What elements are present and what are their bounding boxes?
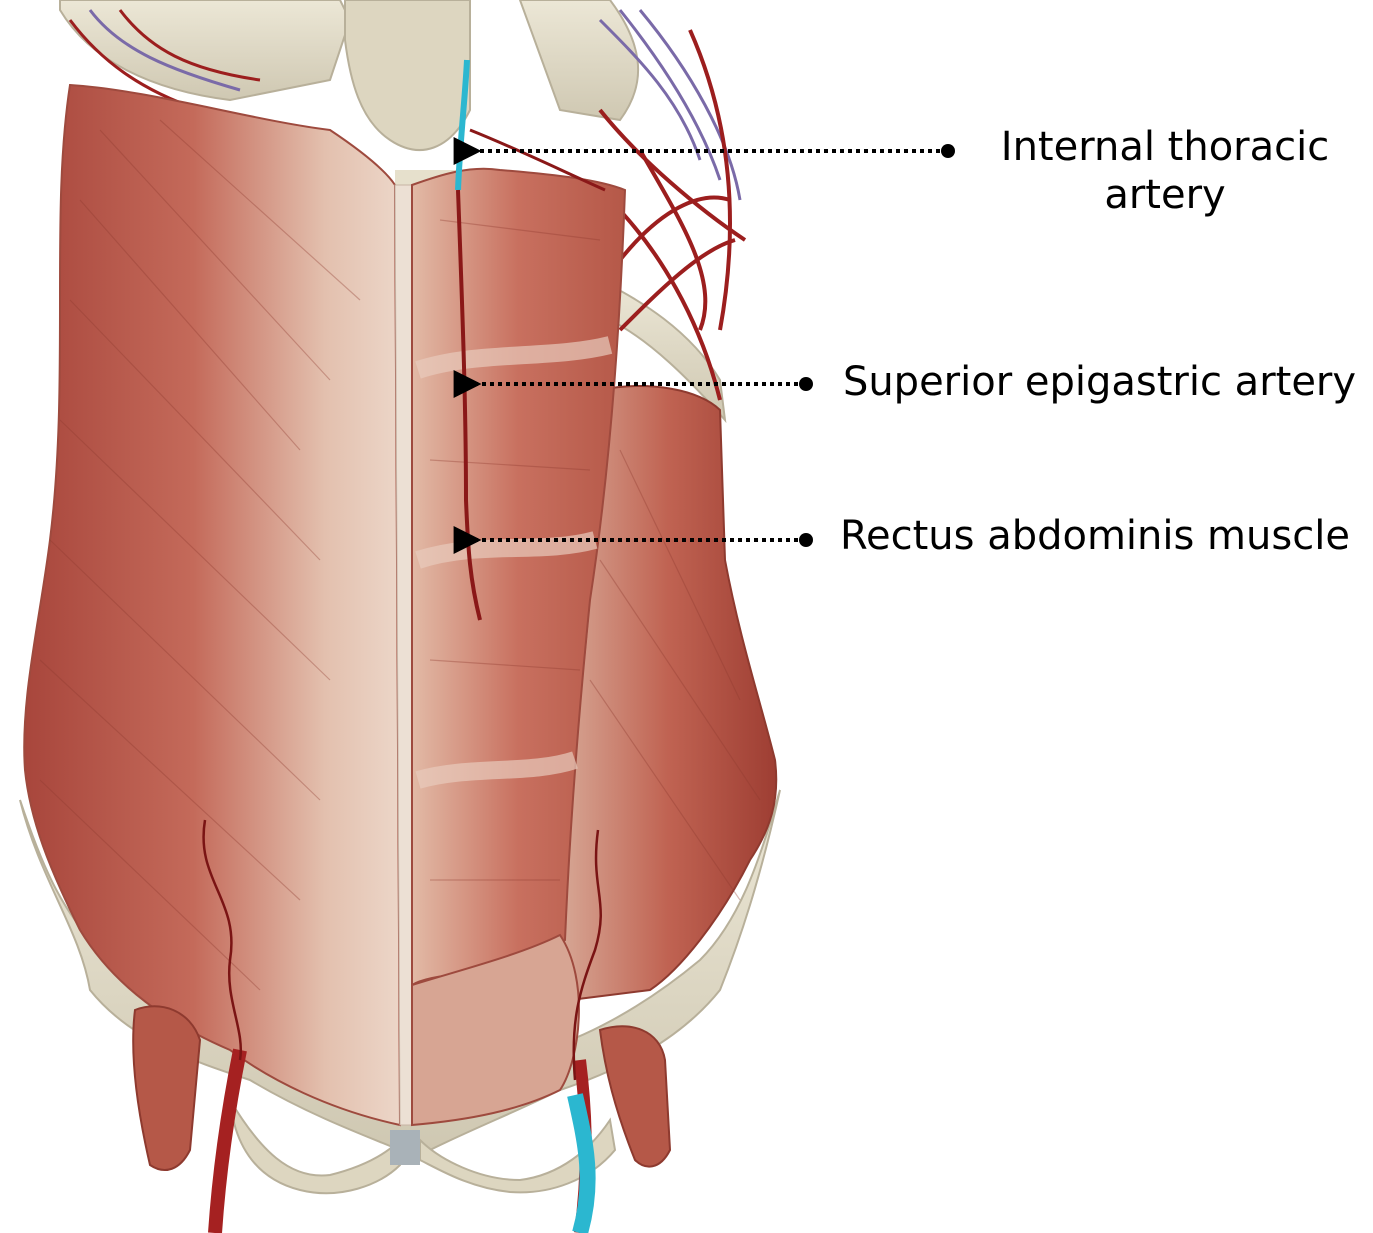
left-external-oblique — [24, 85, 400, 1125]
pubic-symphysis — [390, 1130, 420, 1165]
label-internal-thoracic-artery: Internal thoracic artery — [975, 123, 1355, 219]
label-superior-epigastric-artery: Superior epigastric artery — [832, 358, 1367, 406]
label-line: Superior epigastric artery — [832, 358, 1367, 406]
callout-dots — [799, 144, 955, 547]
label-rectus-abdominis-muscle: Rectus abdominis muscle — [840, 512, 1340, 560]
label-line: Rectus abdominis muscle — [840, 512, 1340, 560]
label-line: artery — [975, 171, 1355, 219]
sternum — [345, 0, 470, 150]
label-line: Internal thoracic — [975, 123, 1355, 171]
